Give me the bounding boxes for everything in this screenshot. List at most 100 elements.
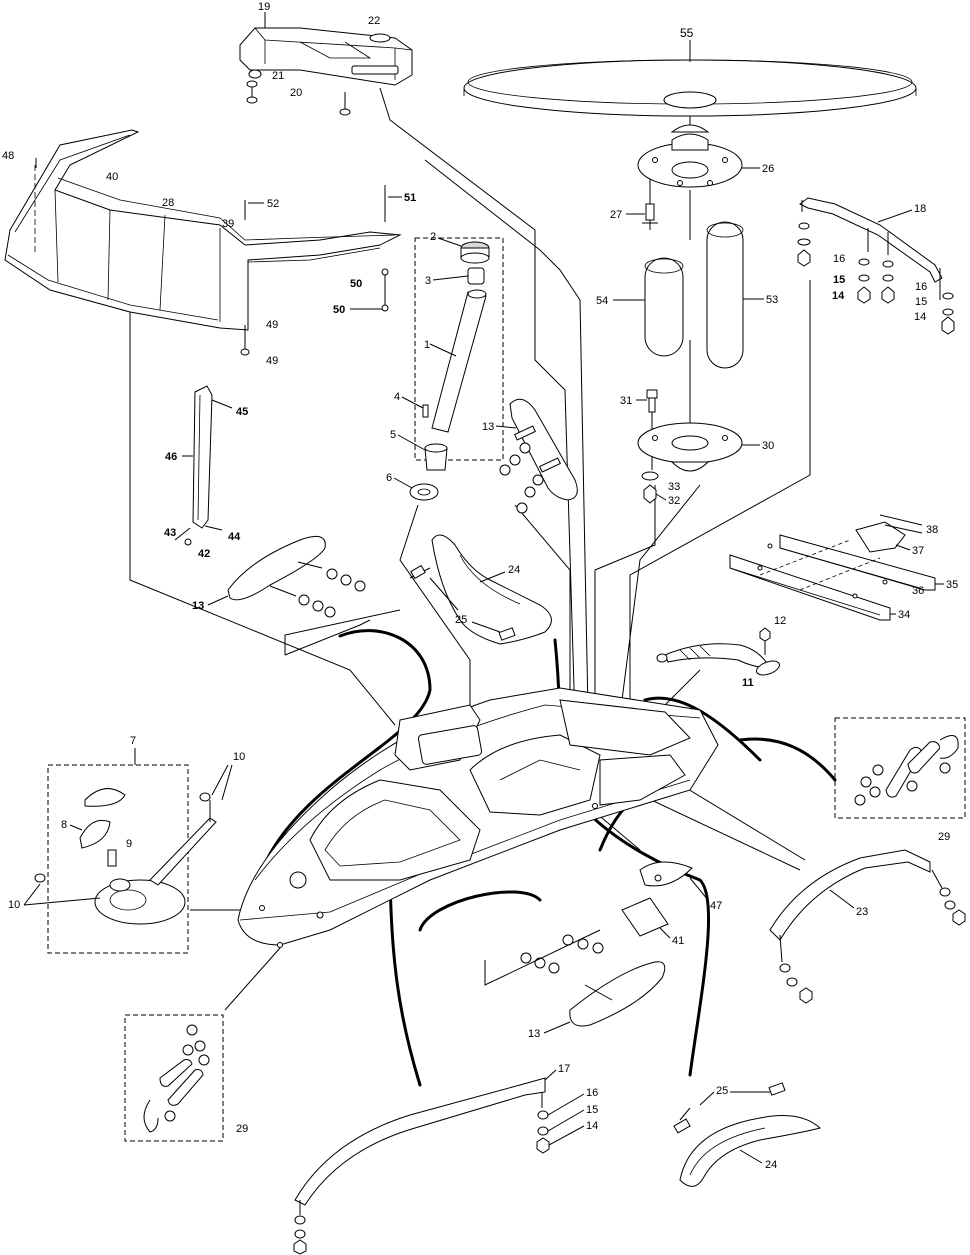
callout-7: 7 bbox=[130, 735, 136, 747]
callout-21: 21 bbox=[272, 70, 284, 82]
callout-35: 35 bbox=[946, 579, 958, 591]
callout-15-a: 15 bbox=[833, 274, 845, 286]
callout-41: 41 bbox=[672, 935, 684, 947]
clip-37 bbox=[855, 514, 923, 553]
steering-column-assembly bbox=[409, 237, 504, 501]
nut-6 bbox=[409, 483, 439, 501]
callout-25-b: 25 bbox=[716, 1085, 728, 1097]
callout-14-c: 14 bbox=[586, 1120, 598, 1132]
bushing-3 bbox=[467, 267, 485, 285]
callout-33: 33 bbox=[668, 481, 680, 493]
callout-5: 5 bbox=[390, 429, 396, 441]
grab-rail-18 bbox=[797, 197, 955, 335]
seat-24-upper bbox=[409, 534, 552, 645]
callout-14-b: 14 bbox=[914, 311, 926, 323]
callout-25-a: 25 bbox=[455, 614, 467, 626]
callout-2: 2 bbox=[430, 231, 436, 243]
pad-41 bbox=[621, 897, 669, 937]
foam-cylinder-54 bbox=[644, 257, 684, 357]
callout-52: 52 bbox=[267, 198, 279, 210]
callout-32: 32 bbox=[668, 495, 680, 507]
callout-16-c: 16 bbox=[586, 1087, 598, 1099]
callout-8: 8 bbox=[61, 819, 67, 831]
bow-fitting-7 bbox=[34, 764, 217, 954]
foam-cylinder-53 bbox=[706, 221, 744, 369]
callout-labels: 55 26 27 54 53 31 30 33 32 18 16 15 14 1… bbox=[2, 1, 958, 1171]
callout-44: 44 bbox=[228, 531, 241, 543]
washer-33 bbox=[641, 471, 659, 481]
callout-55: 55 bbox=[680, 26, 694, 40]
callout-16-a: 16 bbox=[833, 253, 845, 265]
callout-15-c: 15 bbox=[586, 1104, 598, 1116]
callout-3: 3 bbox=[425, 275, 431, 287]
grab-rail-23 bbox=[769, 849, 966, 1004]
callout-47: 47 bbox=[710, 900, 722, 912]
track-rails-34-35 bbox=[729, 534, 936, 621]
callout-4: 4 bbox=[394, 391, 400, 403]
callout-13-c: 13 bbox=[528, 1028, 540, 1040]
callout-13-a: 13 bbox=[482, 421, 494, 433]
tower-mount-19 bbox=[239, 27, 413, 116]
callout-28: 28 bbox=[162, 197, 174, 209]
cap-2 bbox=[460, 241, 490, 264]
callout-10-a: 10 bbox=[233, 751, 245, 763]
collar-5 bbox=[424, 443, 448, 471]
windshield-hardware bbox=[35, 158, 389, 356]
callout-38: 38 bbox=[926, 524, 938, 536]
bimini-cap bbox=[663, 91, 717, 133]
callout-36: 36 bbox=[912, 585, 924, 597]
callout-34: 34 bbox=[898, 609, 910, 621]
callout-15-b: 15 bbox=[915, 296, 927, 308]
bracket-29-lower bbox=[124, 1014, 224, 1142]
pin-27 bbox=[642, 203, 658, 224]
bolt-31 bbox=[646, 389, 658, 413]
callout-24-b: 24 bbox=[765, 1159, 777, 1171]
callout-30: 30 bbox=[762, 440, 774, 452]
callout-10-b: 10 bbox=[8, 899, 20, 911]
callout-49-a: 50 bbox=[333, 304, 345, 316]
tube-1 bbox=[431, 289, 487, 433]
grab-handle-13-bottom bbox=[484, 929, 666, 1027]
callout-53: 53 bbox=[766, 294, 778, 306]
callout-18: 18 bbox=[914, 203, 926, 215]
grab-rail-17 bbox=[293, 1077, 550, 1255]
callout-9: 9 bbox=[126, 838, 132, 850]
callout-45: 45 bbox=[236, 406, 248, 418]
callout-39: 39 bbox=[222, 218, 234, 230]
windshield-frame-28 bbox=[4, 129, 402, 331]
callout-54: 54 bbox=[596, 295, 608, 307]
bracket-29-right bbox=[834, 717, 966, 819]
callout-6: 6 bbox=[386, 472, 392, 484]
seat-24-lower bbox=[673, 1082, 822, 1187]
callout-17: 17 bbox=[558, 1063, 570, 1075]
callout-42: 42 bbox=[198, 548, 210, 560]
grab-handle-13-lower bbox=[227, 535, 401, 655]
callout-22: 22 bbox=[368, 15, 380, 27]
callout-27: 27 bbox=[610, 209, 622, 221]
callout-26: 26 bbox=[762, 163, 774, 175]
callout-19: 19 bbox=[258, 1, 270, 13]
drain-tube-11 bbox=[656, 627, 780, 676]
callout-16-b: 16 bbox=[915, 281, 927, 293]
callout-50-a: 50 bbox=[350, 278, 362, 290]
mount-plate-26 bbox=[637, 133, 743, 188]
callout-51: 51 bbox=[404, 192, 416, 204]
grab-handle-13-upper bbox=[499, 398, 578, 514]
callout-1: 1 bbox=[424, 339, 430, 351]
callout-20: 20 bbox=[290, 87, 302, 99]
callout-29-b: 29 bbox=[236, 1123, 248, 1135]
callout-48: 48 bbox=[2, 150, 14, 162]
nut-32 bbox=[643, 484, 657, 504]
callout-12: 12 bbox=[774, 615, 786, 627]
callout-13-b: 13 bbox=[192, 600, 204, 612]
boat-hull bbox=[237, 687, 719, 948]
pad-47 bbox=[639, 861, 693, 887]
callout-37: 37 bbox=[912, 545, 924, 557]
callout-11: 11 bbox=[742, 677, 754, 689]
callout-23: 23 bbox=[856, 906, 868, 918]
pin-4 bbox=[422, 404, 429, 418]
callout-43: 43 bbox=[164, 527, 176, 539]
grab-handle-46 bbox=[174, 385, 233, 546]
callout-31: 31 bbox=[620, 395, 632, 407]
